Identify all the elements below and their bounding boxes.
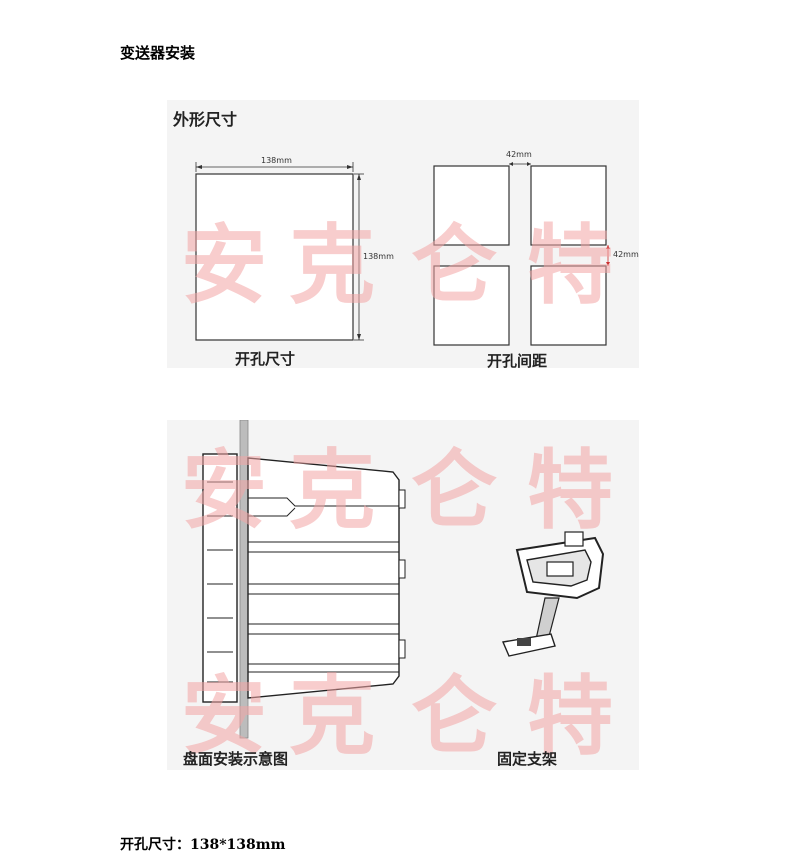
watermark-char: 克 bbox=[289, 216, 375, 316]
watermark-row-2: 安 克 仑 特 bbox=[181, 441, 613, 541]
housing-rails bbox=[248, 497, 399, 673]
outline-title: 外形尺寸 bbox=[173, 110, 238, 129]
mounting-bracket bbox=[502, 531, 605, 657]
bezel-ribs bbox=[207, 481, 233, 683]
cutout-size-note: 开孔尺寸：138*138mm bbox=[120, 837, 286, 853]
spacing-caption: 开孔间距 bbox=[487, 352, 548, 370]
spacing-square-bottom-left bbox=[433, 265, 510, 346]
watermark-char: 克 bbox=[289, 441, 375, 541]
watermark-char: 安 bbox=[181, 667, 267, 767]
watermark-char: 仑 bbox=[411, 667, 497, 767]
watermark-char: 安 bbox=[181, 216, 267, 316]
spacing-square-bottom-right bbox=[530, 265, 607, 346]
watermark-char: 特 bbox=[527, 667, 613, 767]
rear-clip bbox=[398, 559, 406, 579]
spacing-square-top-left bbox=[433, 165, 510, 246]
panel-install-caption: 盘面安装示意图 bbox=[183, 750, 289, 768]
watermark-char: 特 bbox=[527, 216, 613, 316]
watermark-char: 特 bbox=[527, 441, 613, 541]
watermark-row-3: 安 克 仑 特 bbox=[181, 667, 613, 767]
installation-figure: 安 克 仑 特 安 克 仑 特 盘面安装示意图 固定支架 bbox=[167, 419, 639, 770]
installation-drawing: 安 克 仑 特 安 克 仑 特 bbox=[181, 419, 613, 767]
rear-clip bbox=[398, 639, 406, 659]
watermark-row-1: 安 克 仑 特 bbox=[181, 216, 613, 316]
vertical-spacing-label: 42mm bbox=[613, 250, 639, 259]
bracket-caption: 固定支架 bbox=[497, 750, 558, 768]
section-heading: 变送器安装 bbox=[120, 44, 196, 62]
housing-body bbox=[247, 457, 400, 699]
watermark-char: 克 bbox=[289, 667, 375, 767]
dimension-figure: 安 克 仑 特 外形尺寸 138mm 138mm 开孔尺寸 42mm 42mm … bbox=[167, 100, 639, 370]
dimension-drawing: 安 克 仑 特 bbox=[181, 162, 613, 346]
cutout-square bbox=[195, 173, 354, 341]
cutout-height-label: 138mm bbox=[363, 252, 394, 261]
spacing-square-top-right bbox=[530, 165, 607, 246]
rear-clip bbox=[398, 489, 406, 509]
watermark-char: 仑 bbox=[411, 441, 497, 541]
cutout-caption: 开孔尺寸 bbox=[235, 350, 296, 368]
cutout-width-label: 138mm bbox=[261, 156, 292, 165]
horizontal-spacing-label: 42mm bbox=[506, 150, 532, 159]
front-bezel bbox=[202, 453, 238, 703]
watermark-char: 安 bbox=[181, 441, 267, 541]
watermark-char: 仑 bbox=[411, 216, 497, 316]
